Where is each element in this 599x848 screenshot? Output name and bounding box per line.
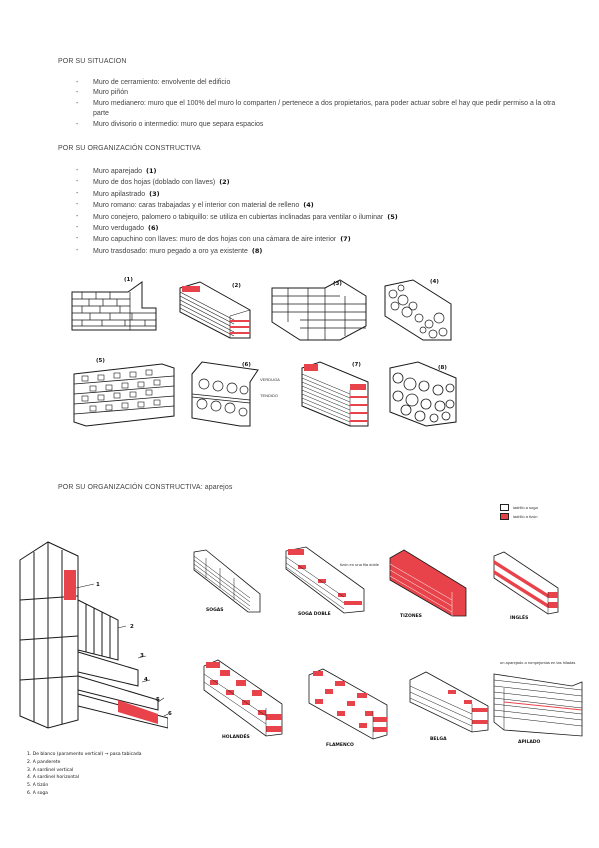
note-line: 6. A soga: [27, 790, 48, 796]
list-item: Muro romano: caras trabajadas y el inter…: [76, 200, 556, 211]
note-line: 2. A panderete: [27, 759, 61, 765]
bond-flamenco: [305, 665, 390, 741]
section-aparejos-heading: POR SU ORGANIZACIÓN CONSTRUCTIVA: aparej…: [58, 484, 233, 491]
wall-figure-4: [383, 278, 453, 343]
list-item: Muro conejero, palomero o tabiquillo: se…: [76, 212, 556, 223]
wall-figure-6: [190, 360, 260, 428]
list-item: Muro apilastrado(3): [76, 189, 556, 200]
bond-label-ingles: INGLÉS: [510, 616, 529, 621]
figure-label: (1): [124, 277, 133, 283]
figure-label: (6): [242, 362, 251, 368]
bond-sogas: [192, 548, 262, 614]
verduga-annotation: VERDUGA: [260, 377, 280, 382]
wall-figure-5: [72, 362, 177, 427]
wall-figure-2: [178, 280, 253, 340]
list-item: Muro aparejado(1): [76, 166, 556, 177]
section-organizacion-list: Muro aparejado(1) Muro de dos hojas (dob…: [76, 166, 556, 257]
position-label-4: 4: [144, 677, 148, 683]
figure-label: (2): [232, 283, 241, 289]
wall-figure-1: [70, 280, 160, 340]
brick-position-notes: 1. De blanco (paramento vertical) → pasa…: [27, 751, 141, 798]
bond-ingles: [492, 550, 562, 616]
bond-belga: [408, 668, 490, 734]
bond-label-tizones: TIZONES: [400, 614, 422, 619]
bond-label-soga-doble: SOGA DOBLE: [298, 612, 331, 617]
wall-figure-8: [388, 360, 458, 428]
list-item: Muro verdugado(6): [76, 223, 556, 234]
bond-holandes: [200, 658, 285, 738]
figure-label: (5): [96, 358, 105, 364]
tendido-annotation: TENDIDO: [260, 393, 278, 398]
section-situacion-list: Muro de cerramiento: envolvente del edif…: [76, 78, 556, 130]
position-label-3: 3: [140, 653, 144, 659]
figure-label: (8): [438, 365, 447, 371]
wall-figure-7: [300, 360, 370, 428]
bond-label-sogas: SOGAS: [206, 608, 224, 613]
position-label-5: 5: [156, 697, 160, 703]
figure-label: (7): [352, 362, 361, 368]
apilado-note: un aparejado a rompejuntas en las hilada…: [500, 660, 576, 665]
note-line: 5. A tizón: [27, 783, 49, 789]
bond-label-holandes: HOLANDÉS: [222, 735, 250, 740]
legend: ladrillo a soga ladrillo a tizón: [500, 503, 538, 521]
list-item: Muro capuchino con llaves: muro de dos h…: [76, 234, 556, 245]
bond-label-belga: BELGA: [430, 737, 447, 742]
bond-tizones: [388, 548, 468, 618]
note-line: 1. De blanco (paramento vertical) → pasa…: [27, 752, 142, 757]
section-situacion-heading: POR SU SITUACION: [58, 58, 127, 65]
list-item: Muro trasdosado: muro pegado a oro ya ex…: [76, 246, 556, 257]
list-item: Muro piñón: [76, 88, 556, 99]
note-line: 3. A sardinel vertical: [27, 767, 74, 773]
list-item: Muro de dos hojas (doblado con llaves)(2…: [76, 177, 556, 188]
position-label-2: 2: [130, 624, 134, 630]
bond-apilado: [492, 670, 584, 740]
section-organizacion-heading: POR SU ORGANIZACIÓN CONSTRUCTIVA: [58, 145, 201, 152]
figure-label: (3): [333, 281, 342, 287]
bond-soga-doble: [282, 545, 372, 615]
list-item: Muro medianero: muro que el 100% del mur…: [76, 99, 556, 120]
soga-doble-note: tizón en una fila doble: [340, 562, 379, 567]
position-label-6: 6: [168, 711, 172, 717]
bond-label-flamenco: FLAMENCO: [326, 743, 354, 748]
brick-positions-figure: [18, 540, 168, 730]
figure-label: (4): [430, 279, 439, 285]
position-label-1: 1: [96, 582, 100, 588]
note-line: 4. A sardinel horizontal: [27, 775, 79, 781]
list-item: Muro de cerramiento: envolvente del edif…: [76, 78, 556, 89]
legend-item-tizon: ladrillo a tizón: [500, 512, 538, 521]
wall-figure-3: [270, 278, 370, 343]
list-item: Muro divisorio o intermedio: muro que se…: [76, 120, 556, 131]
legend-item-soga: ladrillo a soga: [500, 503, 538, 512]
bond-label-apilado: APILADO: [518, 740, 541, 745]
